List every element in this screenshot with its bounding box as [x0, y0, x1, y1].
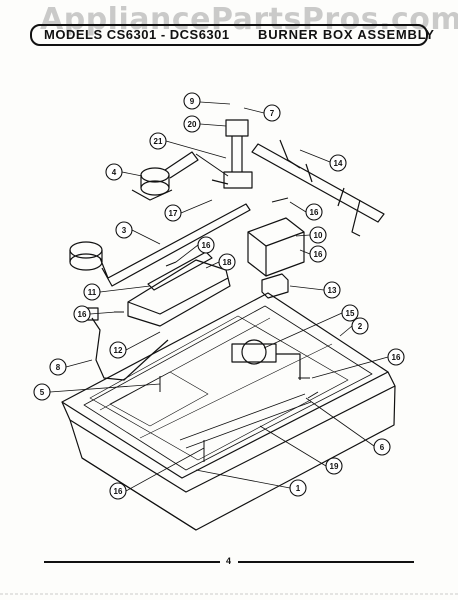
igniter-module — [247, 217, 305, 277]
callout-6: 6 — [373, 438, 391, 456]
svg-text:1: 1 — [296, 484, 301, 493]
callout-2: 2 — [351, 317, 369, 335]
callout-16-c: 16 — [309, 245, 327, 263]
svg-text:16: 16 — [314, 250, 323, 259]
safety-valve — [231, 339, 301, 380]
svg-text:3: 3 — [122, 226, 127, 235]
callout-13: 13 — [323, 281, 341, 299]
wire-harness — [85, 307, 169, 381]
svg-text:9: 9 — [190, 97, 195, 106]
svg-text:2: 2 — [358, 322, 363, 331]
callout-10: 10 — [309, 226, 327, 244]
callout-7: 7 — [263, 104, 281, 122]
watermark: AppliancePartsPros.com — [40, 2, 458, 37]
svg-text:16: 16 — [78, 310, 87, 319]
svg-text:10: 10 — [314, 231, 323, 240]
svg-text:20: 20 — [188, 120, 197, 129]
svg-text:21: 21 — [154, 137, 163, 146]
callout-8: 8 — [49, 358, 67, 376]
svg-text:14: 14 — [334, 159, 343, 168]
burner-box-pan — [61, 292, 396, 531]
leader-lines — [49, 101, 389, 492]
manifold-pipe — [251, 139, 385, 237]
valve-assembly — [195, 119, 253, 189]
burner-bracket — [147, 251, 213, 291]
svg-text:13: 13 — [328, 286, 337, 295]
model-label: MODELS CS6301 - DCS6301 — [44, 27, 230, 42]
spark-module — [261, 273, 289, 299]
diagram-title: BURNER BOX ASSEMBLY — [258, 27, 435, 42]
callout-16-a: 16 — [305, 203, 323, 221]
top-burner — [131, 151, 199, 201]
svg-text:11: 11 — [88, 288, 97, 297]
callout-17: 17 — [164, 204, 182, 222]
svg-text:17: 17 — [169, 209, 178, 218]
svg-text:16: 16 — [310, 208, 319, 217]
svg-text:16: 16 — [392, 353, 401, 362]
svg-text:16: 16 — [114, 487, 123, 496]
callout-5: 5 — [33, 383, 51, 401]
svg-text:18: 18 — [223, 258, 232, 267]
page-number: 4 — [226, 556, 232, 566]
callout-16-d: 16 — [73, 305, 91, 323]
svg-text:6: 6 — [380, 443, 385, 452]
svg-text:5: 5 — [40, 388, 45, 397]
callout-12: 12 — [109, 341, 127, 359]
svg-text:8: 8 — [56, 363, 61, 372]
burner-shield — [127, 259, 231, 327]
callout-21: 21 — [149, 132, 167, 150]
callout-19: 19 — [325, 457, 343, 475]
inner-liner — [89, 315, 349, 461]
svg-text:19: 19 — [330, 462, 339, 471]
callout-4: 4 — [105, 163, 123, 181]
callout-20: 20 — [183, 115, 201, 133]
callout-16-b: 16 — [197, 236, 215, 254]
callout-11: 11 — [83, 283, 101, 301]
callout-15: 15 — [341, 304, 359, 322]
header-frame — [30, 24, 428, 46]
callout-1: 1 — [289, 479, 307, 497]
callout-14: 14 — [329, 154, 347, 172]
svg-text:7: 7 — [270, 109, 275, 118]
svg-text:4: 4 — [112, 168, 117, 177]
svg-text:15: 15 — [346, 309, 355, 318]
callout-3: 3 — [115, 221, 133, 239]
callout-16-e: 16 — [387, 348, 405, 366]
callout-18: 18 — [218, 253, 236, 271]
callouts: 9 7 20 21 14 4 17 16 3 10 16 16 18 11 13… — [33, 92, 405, 500]
callout-9: 9 — [183, 92, 201, 110]
oven-burner — [69, 203, 251, 287]
svg-text:12: 12 — [114, 346, 123, 355]
callout-16-f: 16 — [109, 482, 127, 500]
svg-text:16: 16 — [202, 241, 211, 250]
